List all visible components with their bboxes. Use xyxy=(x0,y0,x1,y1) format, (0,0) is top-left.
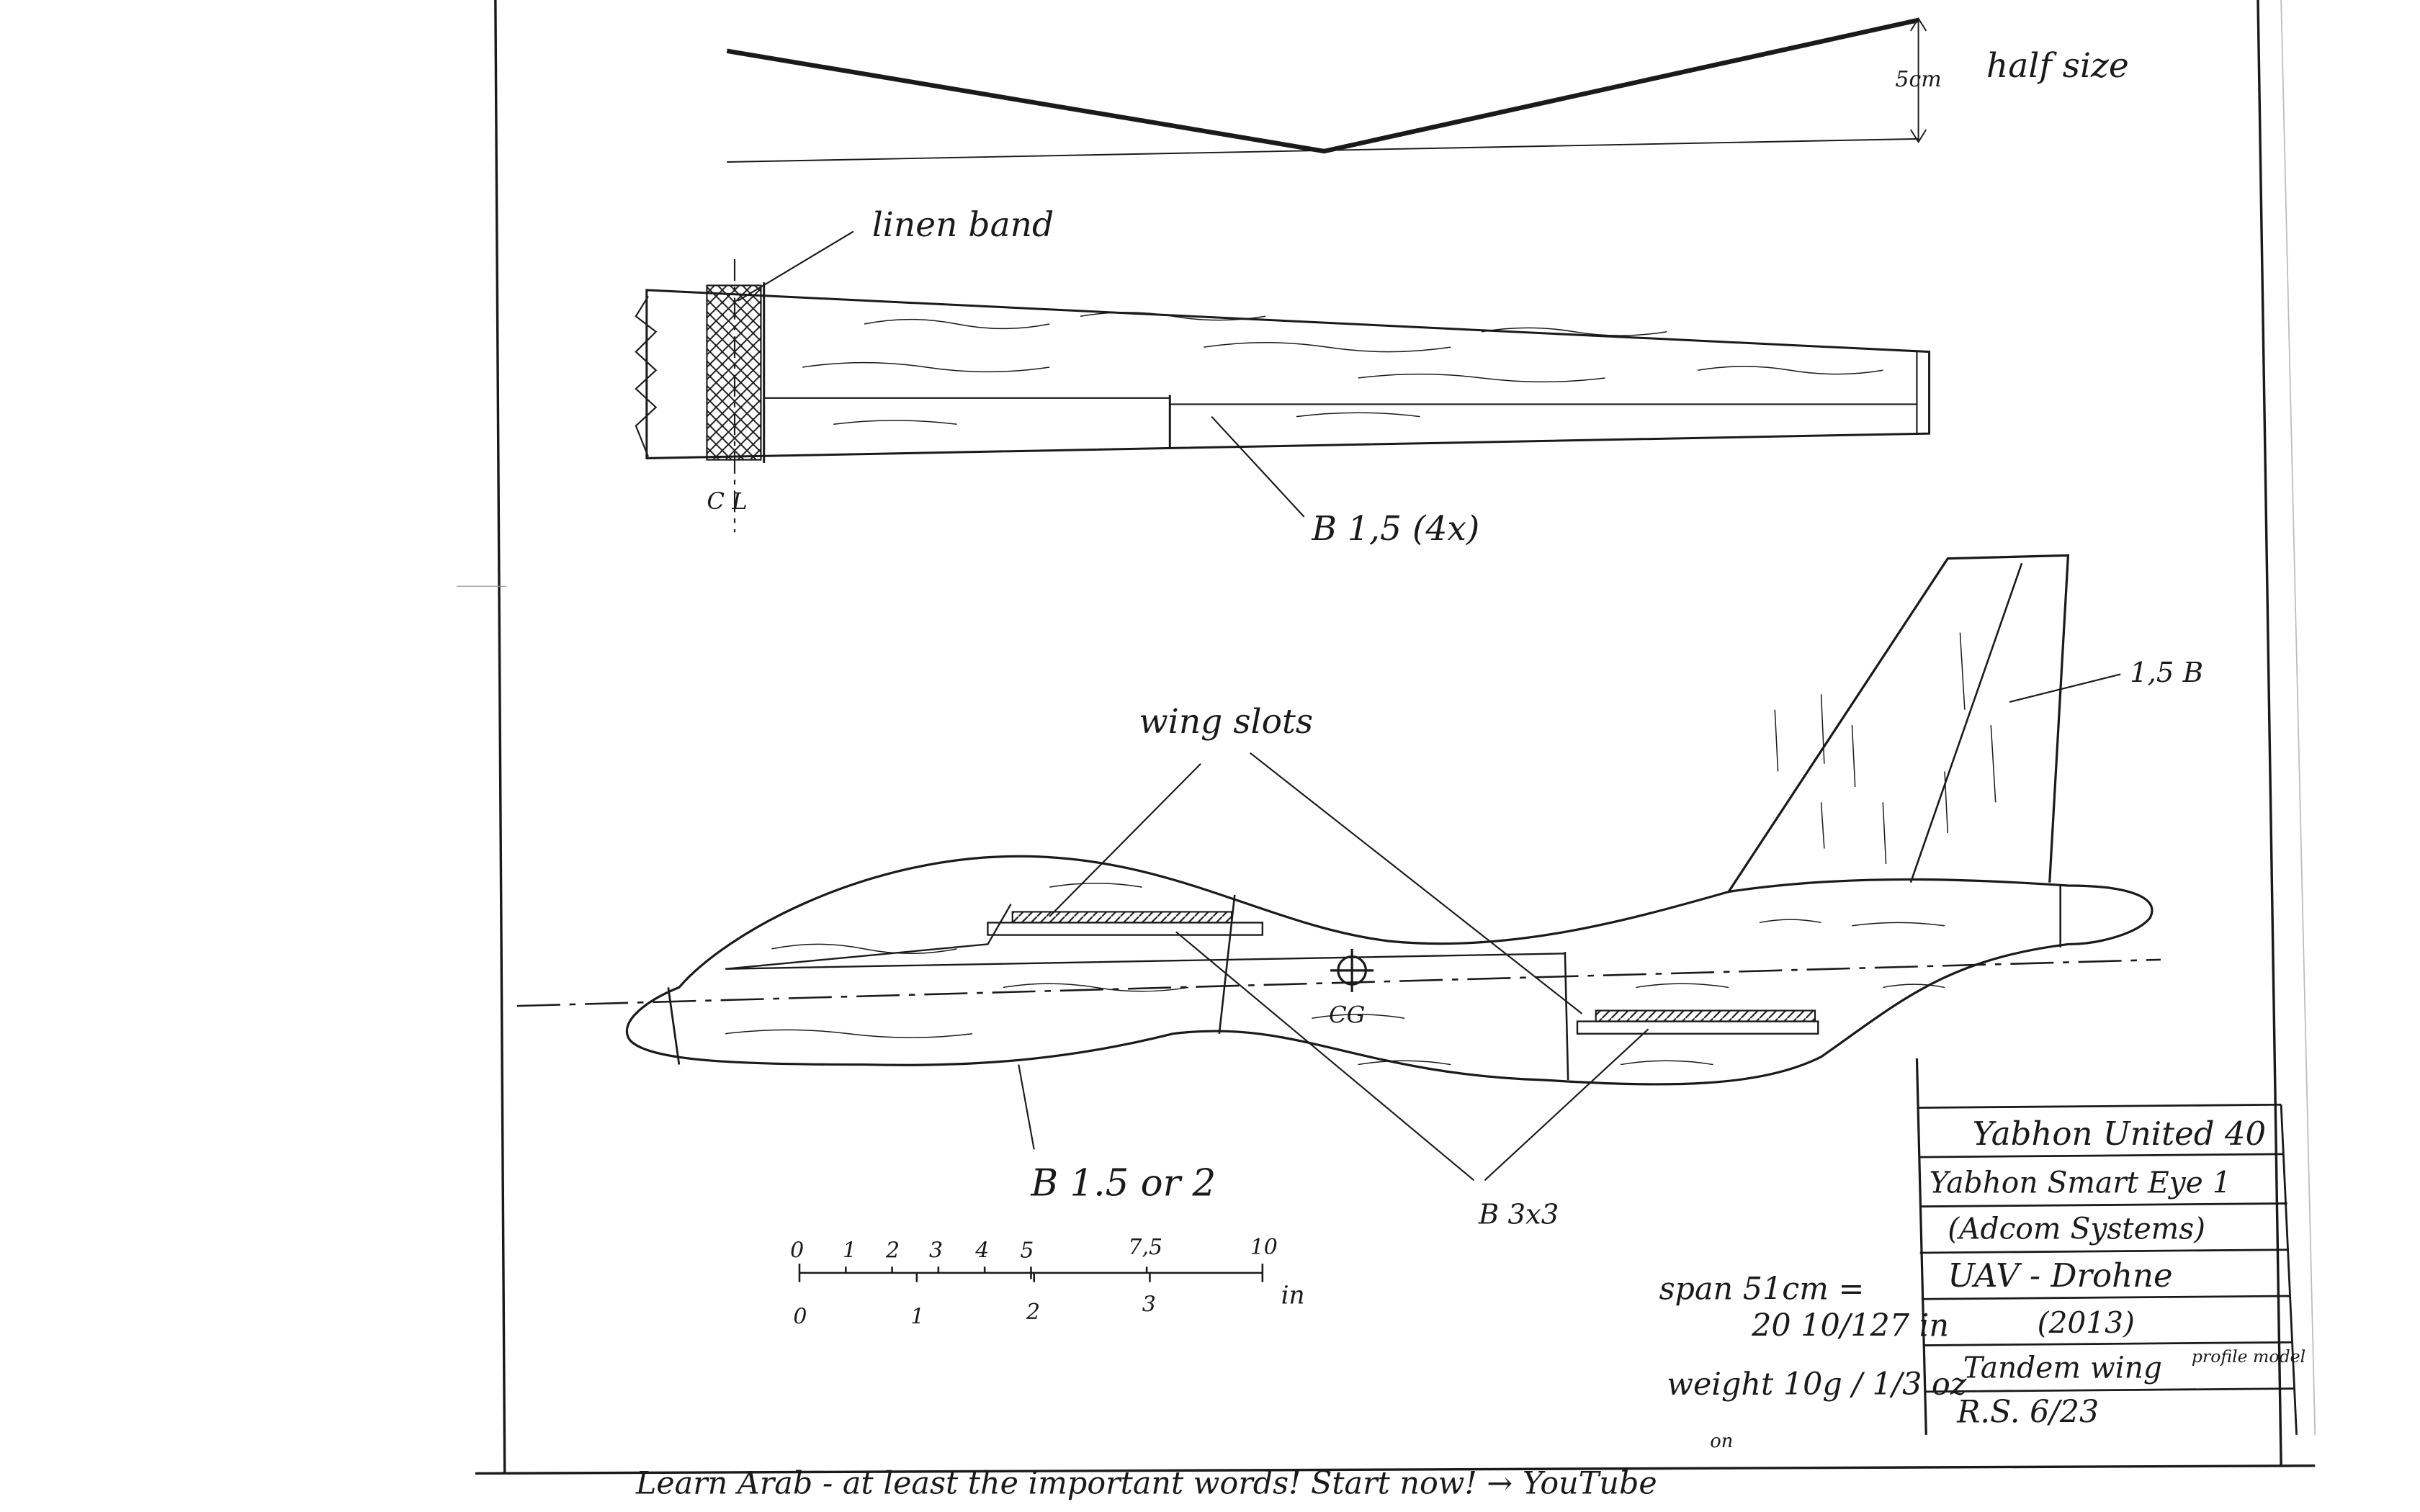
front-wing-slot xyxy=(1011,911,1233,924)
frame xyxy=(457,0,2316,1475)
fuselage-side-view xyxy=(625,554,2154,1086)
linen-band-label: linen band xyxy=(872,205,1054,245)
wing-balsa-label: B 1,5 (4x) xyxy=(1311,509,1479,549)
thrust-line xyxy=(516,958,2161,1007)
title-side-note: profile model xyxy=(2192,1346,2305,1367)
title-row: R.S. 6/23 xyxy=(1956,1395,2099,1431)
title-row: Yabhon United 40 xyxy=(1973,1115,2267,1153)
ruler-mark: 7,5 xyxy=(1128,1235,1162,1260)
ruler-mark: 4 xyxy=(974,1238,989,1263)
title-row: UAV - Drohne xyxy=(1948,1256,2172,1295)
ruler-mark: 1 xyxy=(843,1238,856,1263)
span-label: span 51cm = xyxy=(1659,1271,1865,1307)
ruler-mark: 3 xyxy=(929,1238,943,1263)
ruler-top-marks: 0 1 2 3 4 5 7,5 10 xyxy=(790,1235,1278,1263)
spar-label: B 3x3 xyxy=(1478,1198,1559,1230)
dihedral-view xyxy=(726,17,1927,163)
scale-ruler xyxy=(798,1264,1264,1282)
centerline-label: C L xyxy=(707,487,747,515)
fuselage-balsa-label: B 1.5 or 2 xyxy=(1030,1162,1216,1205)
ruler-mark: 0 xyxy=(793,1305,807,1330)
title-block-rows: Yabhon United 40 Yabhon Smart Eye 1 (Adc… xyxy=(1930,1115,2267,1431)
title-row: (Adcom Systems) xyxy=(1948,1212,2205,1246)
ruler-mark: 3 xyxy=(1142,1292,1156,1317)
footer-on: on xyxy=(1710,1431,1733,1452)
scale-note: half size xyxy=(1986,46,2129,86)
cg-symbol xyxy=(1330,948,1374,992)
cg-label: CG xyxy=(1329,1002,1365,1029)
span-inches: 20 10/127 in xyxy=(1751,1308,1949,1344)
weight-label: weight 10g / 1/3 oz xyxy=(1667,1367,1967,1403)
title-row: Yabhon Smart Eye 1 xyxy=(1930,1165,2231,1200)
ruler-mark: 5 xyxy=(1020,1238,1034,1263)
wing-plan-view xyxy=(635,282,1931,463)
ruler-mark: 10 xyxy=(1250,1235,1278,1260)
title-block xyxy=(1915,1058,2298,1435)
dimension-label: 5cm xyxy=(1895,67,1941,92)
title-row: Tandem wing xyxy=(1963,1351,2162,1385)
ruler-mark: 2 xyxy=(885,1238,900,1263)
ruler-mark: 1 xyxy=(910,1305,924,1330)
ruler-mark: 0 xyxy=(790,1238,804,1263)
leader-lines xyxy=(1018,673,2121,1182)
title-row: (2013) xyxy=(2038,1305,2135,1340)
ruler-mark: 2 xyxy=(1026,1300,1040,1325)
fin-balsa-label: 1,5 B xyxy=(2130,657,2203,689)
ruler-bottom-marks: 0 1 2 3 xyxy=(793,1292,1155,1329)
wing-slots-label: wing slots xyxy=(1139,702,1313,742)
linen-band-leader xyxy=(737,230,854,302)
rear-wing-slot xyxy=(1595,1009,1816,1022)
footer-note: Learn Arab - at least the important word… xyxy=(635,1465,1657,1501)
ruler-unit: in xyxy=(1281,1282,1305,1310)
wing-balsa-leader xyxy=(1211,415,1305,518)
